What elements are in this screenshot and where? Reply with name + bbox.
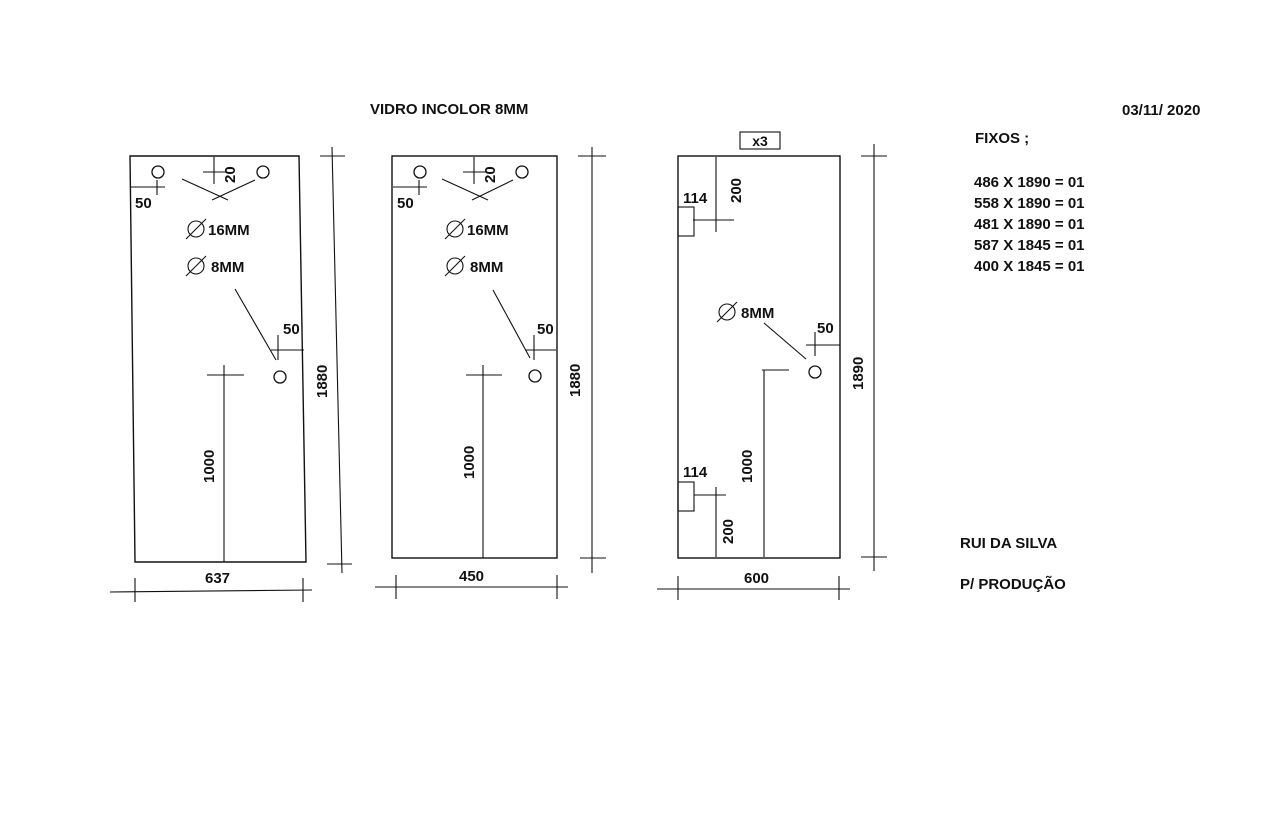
- drawing-title: VIDRO INCOLOR 8MM: [370, 101, 528, 118]
- diameter-symbol-icon: [444, 255, 466, 277]
- panel-2-hinge-hole-left: [413, 165, 427, 179]
- panel-1-hinge-hole-left: [151, 165, 165, 179]
- panel-3-notch-bottom-width: 114: [683, 464, 708, 481]
- glass-panel-3: x3 114 200 114 200 8MM 50 1000 1890: [657, 131, 887, 600]
- panel-3-hole-small-label: 8MM: [741, 305, 774, 322]
- panel-3-notch-bottom: [677, 481, 695, 512]
- panel-2-top-offset-value: 20: [482, 166, 499, 183]
- panel-3-right-offset-value: 50: [817, 320, 834, 337]
- diameter-symbol-icon: [185, 255, 207, 277]
- panel-3-notch-top-width: 114: [683, 190, 708, 207]
- panel-2-hole-large-label: 16MM: [467, 222, 509, 239]
- panel-3-quantity-label: x3: [752, 133, 768, 149]
- panel-1-handle-hole: [273, 370, 287, 384]
- panel-2-mid-height-value: 1000: [461, 446, 478, 479]
- panel-3-notch-top: [677, 206, 695, 237]
- panel-2-height-value: 1880: [567, 364, 584, 397]
- list-item: 558 X 1890 = 01: [974, 195, 1085, 212]
- diameter-symbol-icon: [185, 218, 207, 240]
- panel-2-right-offset-value: 50: [537, 321, 554, 338]
- panel-2-side-offset-value: 50: [397, 195, 414, 212]
- list-item: 587 X 1845 = 01: [974, 237, 1085, 254]
- diameter-symbol-icon: [716, 301, 738, 323]
- panel-1-hole-large-label: 16MM: [208, 222, 250, 239]
- panel-3-handle-hole: [808, 365, 822, 379]
- panel-3-quantity-box: [739, 131, 781, 150]
- panel-1-right-offset-value: 50: [283, 321, 300, 338]
- panel-3-height-value: 1890: [850, 357, 867, 390]
- panel-2-hinge-hole-right: [515, 165, 529, 179]
- panel-2-hole-small-label: 8MM: [470, 259, 503, 276]
- panel-1-outline: [129, 155, 307, 563]
- signature-name: RUI DA SILVA: [960, 535, 1057, 552]
- list-item: 481 X 1890 = 01: [974, 216, 1085, 233]
- panel-1-top-offset-value: 20: [222, 166, 239, 183]
- list-item: 486 X 1890 = 01: [974, 174, 1085, 191]
- signature-note: P/ PRODUÇÃO: [960, 575, 1066, 593]
- panel-2-handle-hole: [528, 369, 542, 383]
- panel-1-side-offset-value: 50: [135, 195, 152, 212]
- panel-3-width-value: 600: [744, 570, 769, 587]
- panel-3-notch-top-depth: 200: [728, 178, 745, 203]
- fixos-title: FIXOS ;: [975, 130, 1029, 147]
- panel-3-notch-bottom-depth: 200: [720, 519, 737, 544]
- panel-2-outline: [391, 155, 558, 559]
- panel-1-width-value: 637: [205, 570, 230, 587]
- panel-3-outline: [677, 155, 841, 559]
- panel-1-mid-height-value: 1000: [201, 450, 218, 483]
- panel-3-mid-height-value: 1000: [739, 450, 756, 483]
- list-item: 400 X 1845 = 01: [974, 258, 1085, 275]
- diameter-symbol-icon: [444, 218, 466, 240]
- glass-panel-1: 20 50 16MM 8MM 50 1000 1880: [109, 146, 352, 602]
- panel-1-height-value: 1880: [314, 365, 331, 398]
- panel-1-hole-small-label: 8MM: [211, 259, 244, 276]
- glass-panel-2: 20 50 16MM 8MM 50 1000 1880 450: [375, 147, 606, 599]
- fixos-list: FIXOS ; 486 X 1890 = 01 558 X 1890 = 01 …: [974, 130, 1085, 275]
- panel-2-width-value: 450: [459, 568, 484, 585]
- panel-1-hinge-hole-right: [256, 165, 270, 179]
- drawing-date: 03/11/ 2020: [1122, 102, 1200, 119]
